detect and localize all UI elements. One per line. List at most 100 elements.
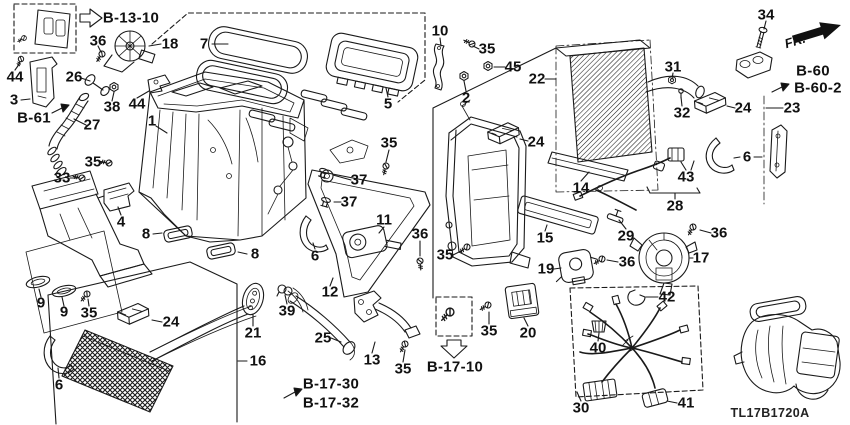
part-label-35-40: 35	[478, 40, 496, 58]
b-17-10-arrow-icon	[440, 339, 468, 359]
part-label-33-38: 33	[53, 169, 71, 187]
heater-unit-drawing	[138, 71, 309, 243]
bracket-3-drawing	[14, 54, 58, 108]
part-label-18-21: 18	[161, 35, 179, 53]
part-label-12-15: 12	[321, 283, 339, 301]
harness-28-drawing	[572, 147, 685, 224]
strap-6-right	[705, 137, 735, 174]
seal-kit-7-callout	[151, 12, 426, 132]
part-label-19-22: 19	[537, 260, 555, 278]
part-label-27-32: 27	[83, 116, 101, 134]
evaporator-22-drawing	[547, 39, 705, 193]
strip-15-drawing	[517, 195, 599, 235]
ref-label-B-17-10: B-17-10	[426, 358, 484, 376]
connector-43-drawing	[667, 147, 685, 162]
part-label-43-58: 43	[677, 168, 695, 186]
part-label-16-19: 16	[249, 352, 267, 370]
cap-9-drawing	[25, 275, 51, 289]
grommet-21-drawing	[241, 282, 265, 316]
b-60-arrow-icon	[771, 82, 790, 93]
part-label-39-54: 39	[278, 302, 296, 320]
diagram-code: TL17B1720A	[730, 406, 810, 420]
part-label-35-44: 35	[480, 322, 498, 340]
fr-arrow-icon	[791, 22, 841, 44]
part-label-24-27: 24	[734, 99, 752, 117]
part-label-25-30: 25	[314, 329, 332, 347]
part-label-26-31: 26	[65, 68, 83, 86]
part-label-30-35: 30	[572, 399, 590, 417]
part-label-35-42: 35	[380, 134, 398, 152]
control-module-callout	[13, 3, 103, 54]
part-label-5-4: 5	[383, 95, 393, 113]
resistor-20-drawing	[478, 282, 540, 320]
part-label-38-53: 38	[103, 98, 121, 116]
part-label-4-3: 4	[116, 213, 126, 231]
actuator-11-drawing	[316, 139, 472, 271]
b-17-30-arrow-icon	[283, 387, 303, 399]
part-label-36-49: 36	[710, 224, 728, 242]
part-label-17-20: 17	[692, 249, 710, 267]
part-label-24-28: 24	[527, 133, 545, 151]
multi-pin-connector-drawing	[582, 378, 618, 402]
part-label-7-8: 7	[199, 35, 209, 53]
assembled-unit-drawing	[733, 295, 841, 400]
ref-label-B-13-10: B-13-10	[102, 9, 160, 27]
strap-6-center	[299, 215, 329, 253]
clip-42-drawing	[627, 289, 646, 306]
part-label-41-56: 41	[677, 394, 695, 412]
clip-29-drawing	[606, 208, 624, 224]
part-label-22-25: 22	[528, 70, 546, 88]
part-label-28-33: 28	[666, 197, 684, 215]
part-label-45-61: 45	[504, 58, 522, 76]
part-label-1-0: 1	[147, 112, 157, 130]
gasket-ring-drawing	[208, 26, 308, 74]
leader-lines	[14, 20, 784, 404]
connector-41-drawing	[641, 388, 669, 408]
part-label-14-17: 14	[572, 179, 590, 197]
duct-9-drawing	[25, 170, 153, 334]
ref-label-B-17-32: B-17-32	[302, 394, 360, 412]
clock-spring-17-drawing	[629, 222, 698, 296]
part-label-35-46: 35	[80, 304, 98, 322]
part-label-23-26: 23	[783, 99, 801, 117]
part-label-6-6: 6	[742, 148, 752, 166]
ref-label-B-61: B-61	[17, 109, 51, 127]
part-label-44-59: 44	[6, 68, 24, 86]
part-label-42-57: 42	[658, 288, 676, 306]
part-label-13-16: 13	[363, 351, 381, 369]
part-label-24-29: 24	[162, 313, 180, 331]
part-label-9-11: 9	[36, 294, 46, 312]
hose-27-drawing	[47, 92, 90, 178]
clip-40-drawing	[591, 320, 607, 333]
part-label-36-48: 36	[411, 225, 429, 243]
part-label-20-23: 20	[519, 324, 537, 342]
part-label-8-10: 8	[250, 245, 260, 263]
part-label-29-34: 29	[617, 227, 635, 245]
part-label-32-37: 32	[673, 104, 691, 122]
part-label-37-52: 37	[340, 193, 358, 211]
part-label-2-1: 2	[461, 89, 471, 107]
part-label-34-39: 34	[757, 6, 775, 24]
duct-group-boundary	[25, 230, 123, 334]
part-label-6-5: 6	[310, 247, 320, 265]
part-label-10-13: 10	[431, 22, 449, 40]
bracket-13-drawing	[353, 290, 421, 354]
actuator-18-drawing	[93, 30, 156, 73]
part-label-9-12: 9	[59, 303, 69, 321]
part-label-11-14: 11	[376, 211, 392, 229]
part-label-8-9: 8	[141, 225, 151, 243]
ref-arrows	[51, 82, 790, 399]
boundary-lines	[47, 47, 557, 425]
fr-label: FR.	[782, 30, 808, 52]
ref-label-B-60-2: B-60-2	[794, 79, 842, 97]
part-label-6-7: 6	[54, 376, 64, 394]
part-label-3-2: 3	[9, 91, 19, 109]
ref-label-B-60: B-60	[796, 62, 830, 80]
fitting-34-drawing	[735, 26, 773, 79]
pipe-25-drawing	[287, 292, 356, 361]
seal-strips-drawing	[248, 89, 368, 132]
part-label-37-51: 37	[350, 171, 368, 189]
